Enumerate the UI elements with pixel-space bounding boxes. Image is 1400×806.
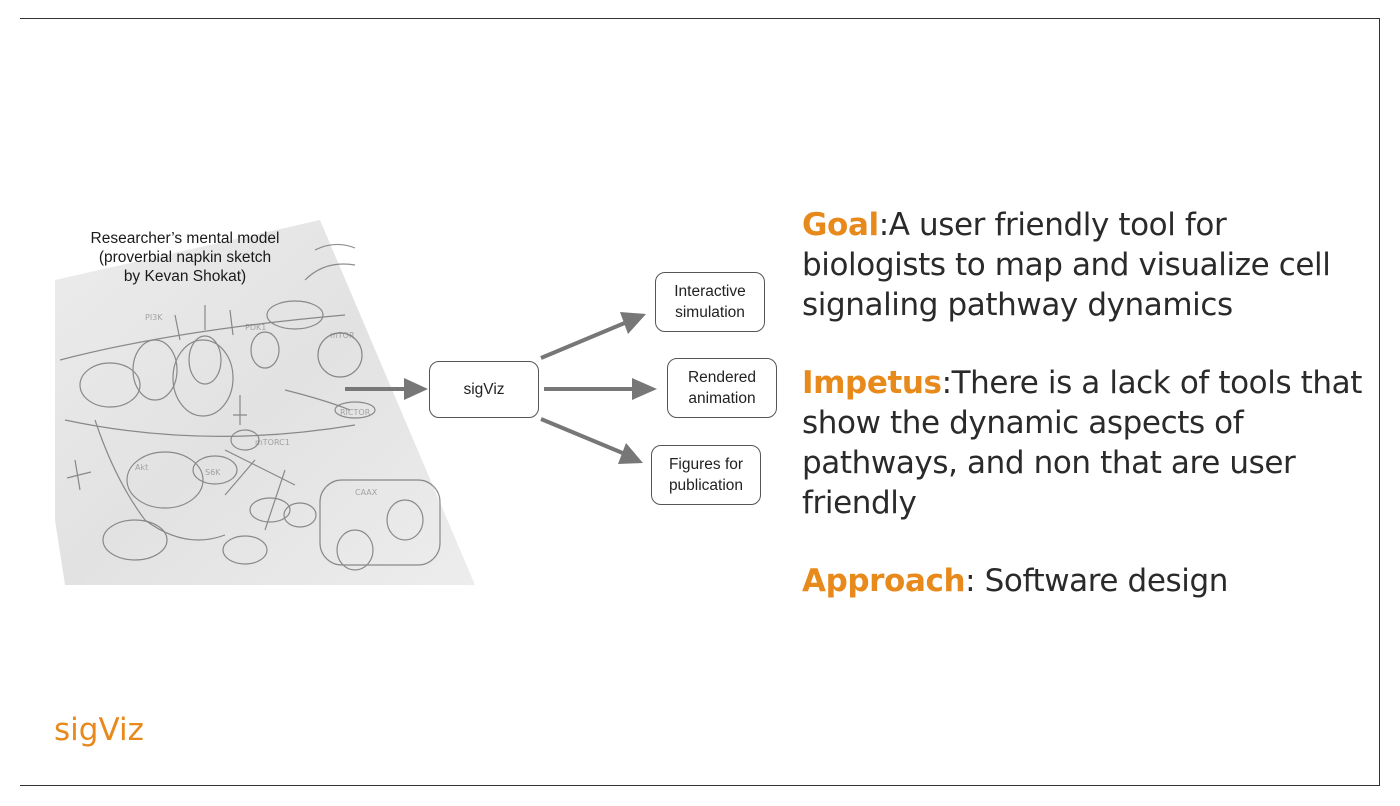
impetus-text-line: friendly — [802, 485, 917, 521]
svg-text:S6K: S6K — [205, 468, 221, 477]
sketch-caption-line: Researcher’s mental model — [90, 230, 280, 247]
svg-text:Akt: Akt — [135, 463, 148, 472]
figures-for-publication-node: Figures for publication — [651, 445, 761, 505]
slide-frame — [20, 18, 1380, 786]
svg-text:mTORC1: mTORC1 — [255, 438, 290, 447]
goal-text-line: signaling pathway dynamics — [802, 287, 1233, 323]
impetus-text-line: pathways, and non that are user — [802, 445, 1296, 481]
sigviz-node: sigViz — [429, 361, 539, 418]
napkin-sketch-image: PI3K PDK1 mTOR Akt S6K mTORC1 RICTOR CAA… — [55, 220, 475, 585]
rendered-animation-node: Rendered animation — [667, 358, 777, 418]
goal-text-line: biologists to map and visualize cell — [802, 247, 1331, 283]
node-label-line: Figures for — [668, 456, 744, 473]
node-label-line: simulation — [675, 304, 745, 321]
goal-separator: : — [878, 207, 889, 243]
approach-separator: : — [965, 563, 976, 599]
approach-text-line: Software design — [984, 563, 1229, 599]
sigviz-node-label: sigViz — [463, 381, 505, 398]
goal-text-line: A user friendly tool for — [888, 207, 1227, 243]
node-label-line: Rendered — [687, 369, 757, 386]
interactive-simulation-node: Interactive simulation — [655, 272, 765, 332]
sketch-caption: Researcher’s mental model (proverbial na… — [40, 229, 330, 286]
sketch-caption-line: (proverbial napkin sketch — [98, 249, 272, 266]
goal-label: Goal — [802, 207, 879, 243]
svg-text:PDK1: PDK1 — [245, 323, 266, 332]
approach-section: Approach: Software design — [802, 561, 1228, 601]
impetus-section: Impetus:There is a lack of tools that sh… — [802, 363, 1362, 523]
impetus-text-line: show the dynamic aspects of — [802, 405, 1244, 441]
footer-title: sigViz — [54, 712, 144, 748]
impetus-label: Impetus — [802, 365, 942, 401]
impetus-text-line: There is a lack of tools that — [951, 365, 1363, 401]
node-label-line: animation — [688, 390, 756, 407]
svg-text:CAAX: CAAX — [355, 488, 378, 497]
node-label-line: publication — [668, 477, 744, 494]
svg-text:PI3K: PI3K — [145, 313, 163, 322]
svg-text:mTOR: mTOR — [330, 331, 355, 340]
impetus-separator: : — [941, 365, 952, 401]
node-label-line: Interactive — [674, 283, 746, 300]
svg-text:RICTOR: RICTOR — [340, 408, 371, 417]
sketch-caption-line: by Kevan Shokat) — [123, 268, 247, 285]
approach-label: Approach — [802, 563, 966, 599]
goal-section: Goal:A user friendly tool for biologists… — [802, 205, 1331, 325]
